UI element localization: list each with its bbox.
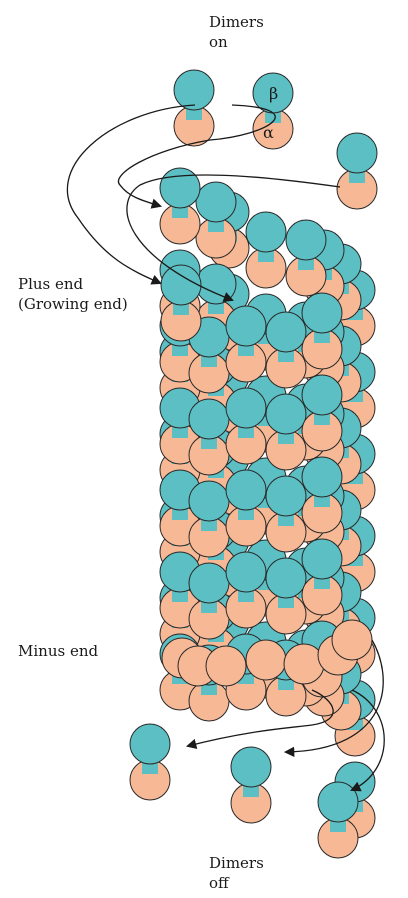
dimers-on-line-2: on xyxy=(209,32,264,52)
beta-subunit xyxy=(266,312,306,352)
beta-subunit xyxy=(189,481,229,521)
beta-subunit xyxy=(174,70,214,110)
beta-subunit xyxy=(266,394,306,434)
beta-subunit xyxy=(302,457,342,497)
beta-subunit xyxy=(189,563,229,603)
beta-subunit xyxy=(302,293,342,333)
beta-subunit xyxy=(286,220,326,260)
dimers-on-line-1: Dimers xyxy=(209,12,264,32)
beta-subunit xyxy=(318,782,358,822)
beta-subunit xyxy=(226,306,266,346)
beta-subunit xyxy=(226,470,266,510)
dimers-off-line-2: off xyxy=(209,873,264,893)
lattice-dimer xyxy=(160,168,200,244)
beta-subunit xyxy=(226,388,266,428)
beta-subunit xyxy=(266,476,306,516)
minus-end-alpha-subunit xyxy=(206,646,246,686)
dimers-on-label: Dimers on xyxy=(209,12,264,52)
beta-subunit xyxy=(302,539,342,579)
incoming-dimer xyxy=(174,70,214,146)
minus-end-alpha-subunit xyxy=(332,620,372,660)
beta-subunit xyxy=(196,182,236,222)
minus-end-label: Minus end xyxy=(18,641,98,661)
beta-subunit xyxy=(226,552,266,592)
incoming-dimer xyxy=(337,133,377,209)
beta-subunit xyxy=(337,133,377,173)
beta-subunit xyxy=(161,265,201,305)
dimers-off-label: Dimers off xyxy=(209,853,264,893)
beta-subunit xyxy=(231,747,271,787)
lattice-dimer xyxy=(246,212,286,288)
beta-subunit xyxy=(246,212,286,252)
plus-end-line-2: (Growing end) xyxy=(18,294,128,314)
minus-end-alpha-subunit xyxy=(246,640,286,680)
minus-end-alpha-subunit xyxy=(284,644,324,684)
plus-end-label: Plus end (Growing end) xyxy=(18,274,128,314)
beta-tubulin-symbol: β xyxy=(269,84,278,103)
beta-subunit xyxy=(266,558,306,598)
beta-subunit xyxy=(130,724,170,764)
beta-subunit xyxy=(189,399,229,439)
microtubule-lattice xyxy=(160,168,375,838)
alpha-tubulin-symbol: α xyxy=(263,123,274,142)
outgoing-dimer xyxy=(130,724,170,800)
beta-subunit xyxy=(196,264,236,304)
dimers-off-line-1: Dimers xyxy=(209,853,264,873)
outgoing-dimer xyxy=(231,747,271,823)
plus-end-line-1: Plus end xyxy=(18,274,128,294)
beta-subunit xyxy=(160,168,200,208)
beta-subunit xyxy=(302,375,342,415)
